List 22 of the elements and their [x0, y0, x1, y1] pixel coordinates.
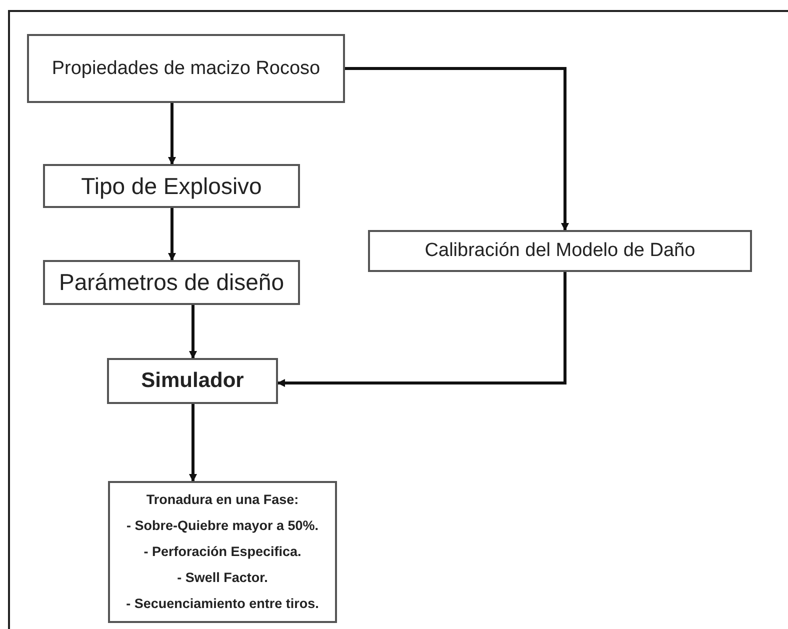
process-box: [368, 230, 752, 272]
process-box: [43, 260, 300, 305]
box-text: Calibración del Modelo de Daño: [424, 238, 696, 263]
process-box: [107, 358, 278, 404]
box-text: Tronadura en una Fase:: [146, 491, 299, 509]
box-text: - Perforación Especifica.: [144, 543, 302, 561]
box-text: - Secuenciamiento entre tiros.: [126, 595, 319, 613]
arrow: [168, 103, 176, 165]
arrow: [345, 67, 569, 231]
arrow: [168, 208, 176, 261]
box-text: Propiedades de macizo Rocoso: [52, 56, 320, 80]
box-text: Simulador: [141, 368, 244, 394]
process-box: [108, 481, 337, 623]
arrow: [189, 404, 197, 482]
box-text: - Swell Factor.: [177, 569, 268, 587]
box-text: - Sobre-Quiebre mayor a 50%.: [126, 517, 319, 535]
box-text: Tipo de Explosivo: [81, 172, 262, 201]
box-text: Parámetros de diseño: [58, 268, 284, 298]
process-box: [43, 164, 300, 208]
process-box: [27, 34, 345, 103]
arrow: [277, 272, 566, 387]
arrow: [189, 305, 197, 359]
